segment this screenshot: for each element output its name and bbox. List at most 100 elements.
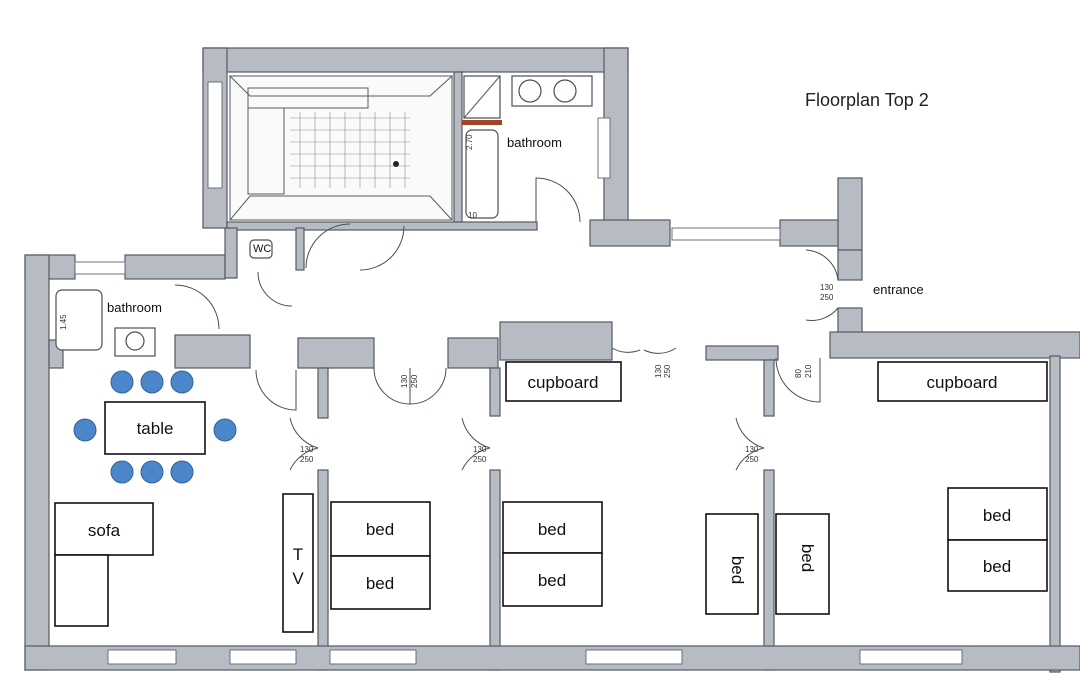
cupboard <box>505 361 622 402</box>
door-arc <box>611 347 641 353</box>
door-arc <box>805 307 839 321</box>
wall-wc-west <box>224 227 238 279</box>
cupboard-label: cupboard <box>528 373 599 392</box>
kitchen-bevel <box>228 75 454 97</box>
bed-label: bed <box>983 506 1011 525</box>
bed-label: bed <box>538 520 566 539</box>
bed-label: bed <box>538 571 566 590</box>
wall-east-stub <box>837 177 863 251</box>
wall-wc-east <box>295 227 305 271</box>
wall-room1-east <box>317 367 329 419</box>
bed <box>502 552 603 607</box>
wall-corridor-north-b <box>779 219 841 247</box>
wall-room1-east-low <box>317 469 329 671</box>
wall-partition-a <box>297 337 375 369</box>
wall-partition-b <box>447 337 499 369</box>
wall-entrance-jamb-low <box>837 307 863 335</box>
wall-partition-c <box>499 321 613 361</box>
bed <box>330 555 431 610</box>
window <box>229 649 297 665</box>
door-arc <box>289 447 319 471</box>
bed <box>775 513 830 615</box>
tv-unit <box>282 493 314 633</box>
sink-icon <box>125 331 145 351</box>
wall-top-north <box>202 47 629 73</box>
chair <box>110 370 134 394</box>
chair <box>213 418 237 442</box>
chairs <box>73 370 237 484</box>
dim-label: 250 <box>410 374 419 388</box>
furniture: table sofa T V bed bed cupboard bed bed … <box>54 361 1048 633</box>
kitchen-counter <box>247 107 285 195</box>
dim-label: 250 <box>663 364 672 378</box>
bed-label: bed <box>366 520 394 539</box>
kitchen-frame <box>229 75 453 221</box>
bed <box>947 487 1048 541</box>
door-arc <box>409 367 447 405</box>
door-arc <box>257 271 293 307</box>
chair <box>110 460 134 484</box>
bed <box>705 513 759 615</box>
dim-label: 250 <box>820 293 834 302</box>
wall-room2-east <box>489 367 501 417</box>
cupboard <box>877 361 1048 402</box>
door-arc <box>805 249 839 281</box>
door-arc <box>174 284 220 330</box>
wall-corridor-north-a <box>589 219 671 247</box>
dim-label: 130 <box>820 283 834 292</box>
bed-label: bed <box>983 557 1011 576</box>
window <box>329 649 417 665</box>
tv-label-v: V <box>292 569 304 588</box>
door-arc <box>461 447 491 471</box>
kitchen-bevel <box>228 195 454 221</box>
bathtub-top <box>465 129 499 219</box>
bath-length-top: 2.70 <box>465 134 474 150</box>
table-label: table <box>137 419 174 438</box>
dim-label: 250 <box>745 455 759 464</box>
bed-label: bed <box>366 574 394 593</box>
door-arc <box>373 367 411 405</box>
wall-partition-d <box>705 345 779 361</box>
door-arc <box>535 177 581 223</box>
door-arc <box>255 369 297 411</box>
chair <box>170 460 194 484</box>
dim-label: 130 <box>400 374 409 388</box>
dim-label: 130 <box>654 364 663 378</box>
top-bathroom: 2.70 10 bathroom <box>462 75 593 223</box>
door-arc <box>735 417 765 449</box>
wall-far-east <box>1049 355 1061 673</box>
room-label-bathroom-left: bathroom <box>107 300 162 315</box>
doors <box>255 249 839 471</box>
wall-room3-east <box>763 359 775 417</box>
wall-room3-east-low <box>763 469 775 671</box>
chair <box>170 370 194 394</box>
door-dimensions: 130 250 130 250 130 250 130 250 130 250 … <box>300 283 834 464</box>
wall-top-south <box>226 221 538 231</box>
chair <box>73 418 97 442</box>
dim-label: 210 <box>804 364 813 378</box>
cupboard-label: cupboard <box>927 373 998 392</box>
chair <box>140 370 164 394</box>
door-arc <box>461 417 491 449</box>
bath-corner-dim: 10 <box>468 211 477 220</box>
bed-label: bed <box>728 556 747 584</box>
tv-label-t: T <box>293 545 303 564</box>
wc-label: WC <box>253 243 271 255</box>
kitchen-counter <box>247 87 369 109</box>
sink-icon <box>553 79 577 103</box>
window <box>107 649 177 665</box>
bed <box>947 539 1048 592</box>
page-title: Floorplan Top 2 <box>805 90 929 110</box>
door-arc <box>359 225 405 271</box>
kitchen-area <box>228 75 454 221</box>
door-arc <box>775 357 821 403</box>
dim-label: 130 <box>300 445 314 454</box>
window <box>207 81 223 189</box>
wc-room: WC <box>249 223 405 307</box>
wall-entrance-jamb <box>837 249 863 281</box>
window <box>671 227 781 241</box>
wall-top-divider <box>453 71 463 223</box>
door-arc <box>643 347 677 354</box>
window <box>859 649 963 665</box>
walls <box>24 47 1080 673</box>
